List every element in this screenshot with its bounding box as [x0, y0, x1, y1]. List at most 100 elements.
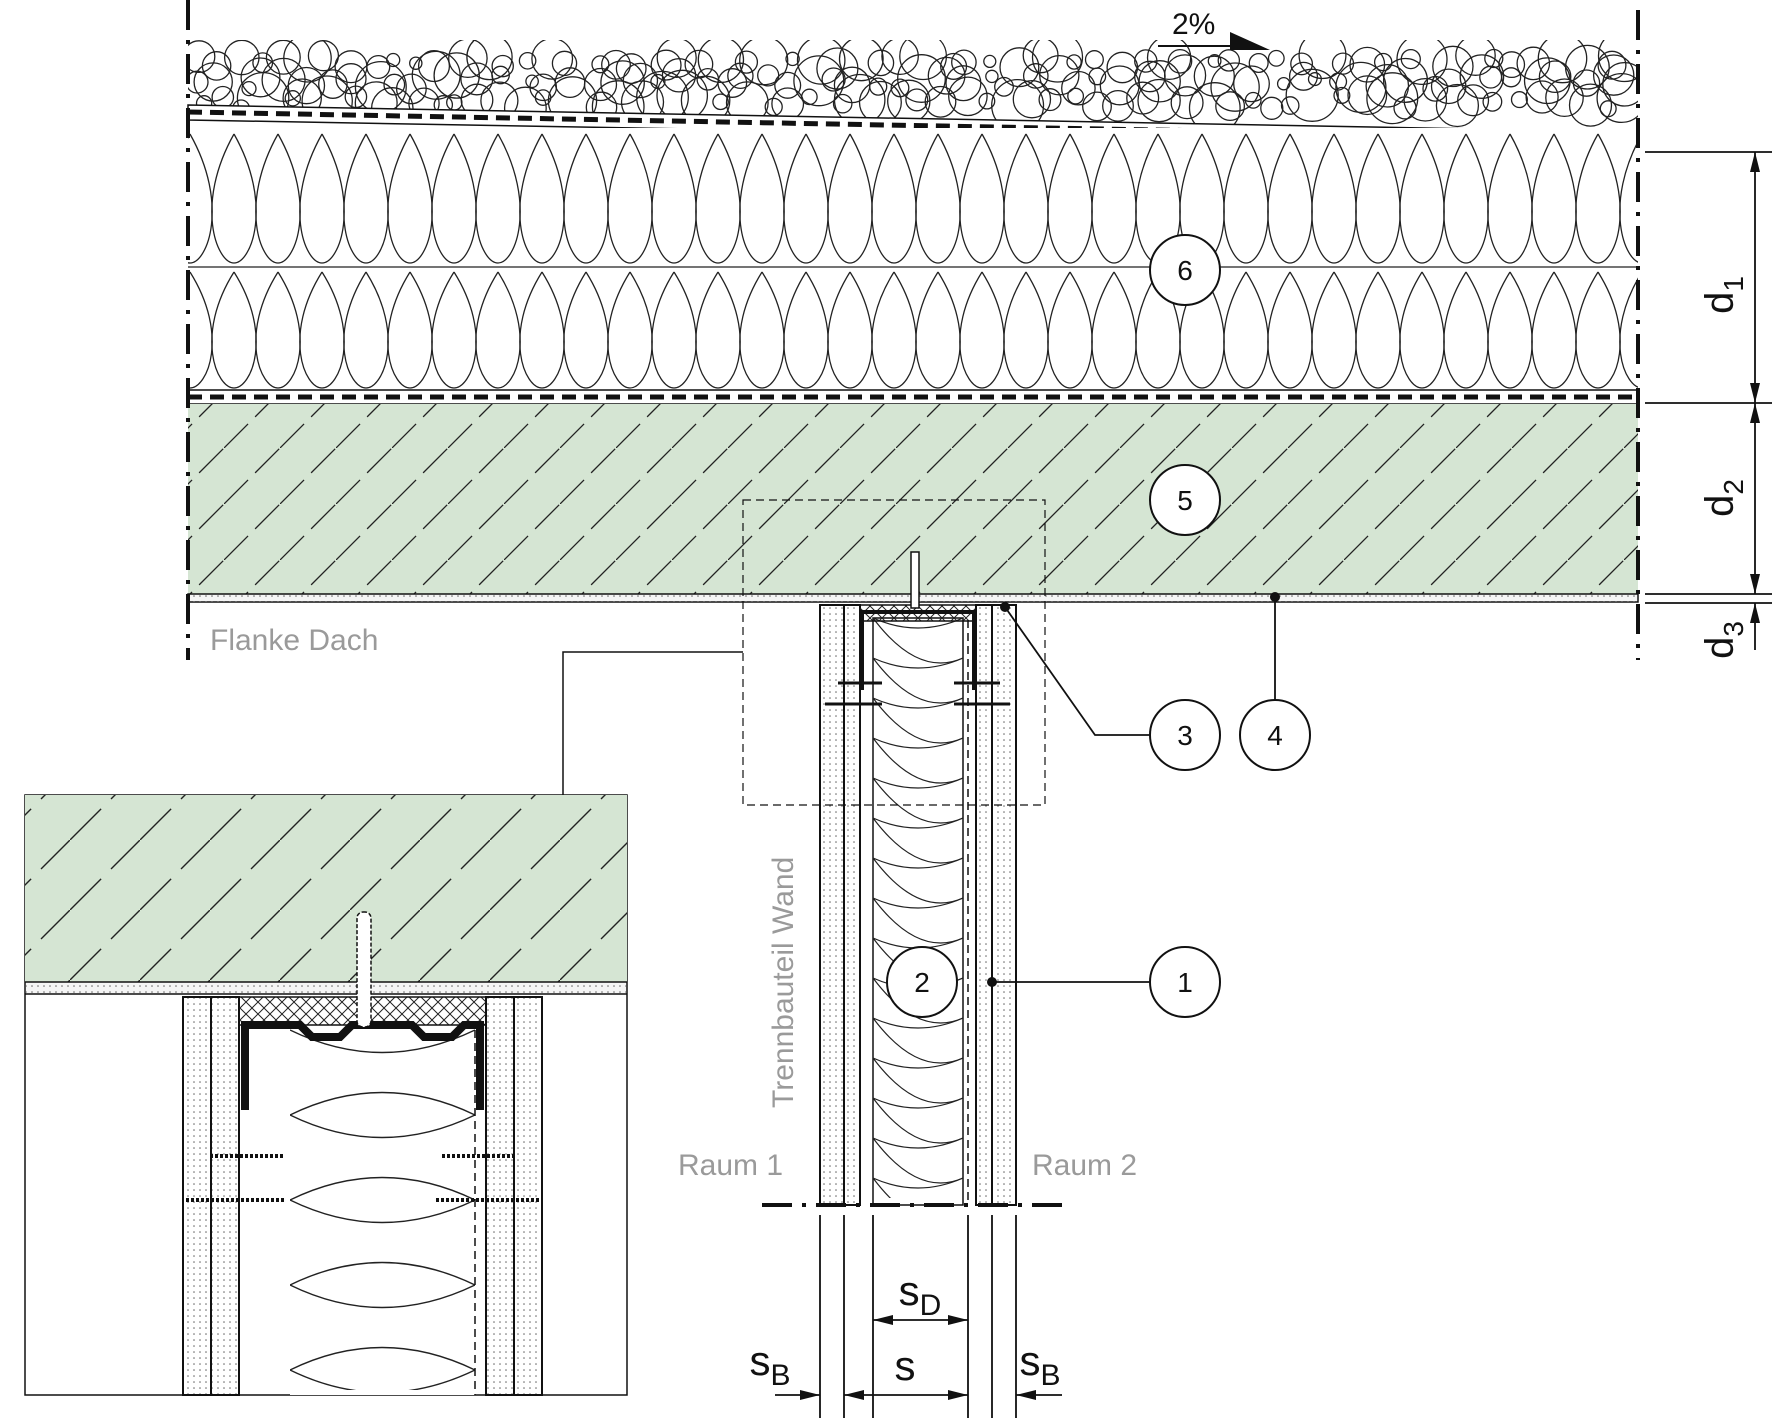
gravel-stone — [696, 67, 720, 91]
gravel-stone — [1067, 87, 1085, 105]
dimension-d2: d2 — [1698, 479, 1749, 517]
dimension-s: s — [895, 1342, 916, 1389]
insulation-fibre — [783, 271, 829, 389]
gravel-stone — [1233, 65, 1270, 103]
insulation-fibre — [290, 1369, 475, 1390]
gravel-stone — [890, 78, 910, 98]
gravel-stone — [283, 40, 332, 83]
detail-leader — [562, 651, 743, 795]
gravel-stone — [905, 88, 929, 112]
gravel-stone — [801, 88, 818, 106]
gravel-stone — [335, 63, 367, 95]
gravel-stone — [1082, 91, 1112, 122]
gravel-stone — [1602, 61, 1638, 107]
insulation-fibre — [915, 133, 961, 264]
insulation-fibre — [1135, 271, 1181, 389]
gravel-stone — [1102, 89, 1134, 122]
callout-5: 5 — [1149, 464, 1221, 536]
gravel-stone — [1276, 76, 1291, 91]
gravel-stone — [771, 87, 805, 121]
gravel-stone — [1498, 51, 1526, 79]
enlarged-detail — [24, 794, 628, 1396]
gravel-stone — [1523, 57, 1571, 105]
gravel-stone — [1038, 88, 1062, 112]
insulation-fibre — [1619, 277, 1638, 388]
gravel-stone — [1564, 44, 1610, 90]
gravel-stone — [1525, 80, 1559, 114]
gravel-stone — [978, 92, 996, 110]
gravel-stone — [1597, 40, 1638, 83]
gravel-stone — [684, 49, 714, 79]
gravel-stone — [656, 40, 697, 78]
gravel-stone — [1163, 54, 1207, 97]
gravel-stone — [518, 51, 537, 70]
gravel-stone — [881, 40, 919, 76]
gravel-stone — [1084, 50, 1104, 70]
gravel-stone — [1137, 78, 1181, 123]
gravel-stone — [999, 47, 1040, 88]
gravel-stone — [697, 40, 745, 84]
insulation-fibre — [1531, 133, 1577, 264]
slope-indicator: 2% — [1158, 8, 1270, 50]
insulation-fibre — [871, 271, 917, 389]
insulation-fibre — [299, 133, 345, 264]
insulation-fibre — [211, 133, 257, 264]
gravel-stone — [591, 55, 610, 74]
gravel-stone — [417, 50, 451, 83]
insulation-fibre — [1443, 133, 1489, 264]
insulation-fibre — [739, 271, 785, 389]
insulation-fibre — [607, 271, 653, 389]
gravel-stone — [1568, 83, 1613, 127]
vertical-dimension-arrows — [1750, 152, 1760, 623]
gravel-stone — [252, 52, 274, 74]
gravel-stone — [1459, 54, 1505, 99]
gravel-stone — [433, 52, 480, 99]
callout-1: 1 — [987, 946, 1221, 1018]
gravel-stone — [307, 40, 340, 72]
callout-1-label: 1 — [1177, 967, 1193, 998]
callout-6: 6 — [1149, 234, 1221, 306]
insulation-fibre — [475, 133, 521, 264]
break-lines — [186, 0, 1640, 660]
svg-text:d3: d3 — [1698, 621, 1749, 659]
gravel-stone — [411, 50, 461, 100]
insulation-fibre — [563, 271, 609, 389]
gravel-stone — [284, 90, 302, 107]
gravel-stone — [622, 62, 659, 99]
insulation-fibre — [431, 133, 477, 264]
insulation-fibre — [1267, 271, 1313, 389]
gravel-stone — [796, 40, 846, 85]
gravel-stone — [1537, 40, 1588, 84]
horizontal-dimensions — [775, 1215, 1062, 1418]
gravel-stone — [1347, 75, 1388, 116]
gravel-stone — [1280, 96, 1300, 115]
gravel-stone — [1396, 40, 1448, 86]
gravel-stone — [265, 40, 301, 75]
gravel-stone — [994, 76, 1014, 97]
gravel-stone — [739, 40, 789, 86]
gravel-stone — [188, 40, 216, 74]
insulation-fibre — [1311, 133, 1357, 264]
gravel-stone — [1545, 78, 1584, 118]
gravel-stone — [318, 69, 348, 99]
gravel-stone — [1012, 79, 1052, 119]
gravel-stone — [1365, 63, 1410, 108]
gravel-stone — [899, 40, 948, 81]
insulation-fibre — [290, 1199, 475, 1286]
dimension-sD: sD — [899, 1267, 942, 1322]
gravel-stone — [650, 49, 682, 81]
insulation-fibre — [299, 271, 345, 389]
gravel-stone — [1031, 40, 1084, 83]
gravel-stone — [1167, 48, 1193, 74]
insulation-fibre — [1223, 133, 1269, 264]
insulation-fibre — [827, 133, 873, 264]
insulation-fibre — [563, 133, 609, 264]
gravel-stone — [1260, 96, 1284, 120]
gravel-stone — [1455, 40, 1496, 76]
insulation-fibre — [1047, 133, 1093, 264]
gravel-stone — [1592, 54, 1635, 96]
gravel-stone — [386, 52, 401, 68]
insulation-fibre — [607, 133, 653, 264]
gravel-stone — [1248, 52, 1269, 74]
room-1-label: Raum 1 — [678, 1149, 783, 1182]
